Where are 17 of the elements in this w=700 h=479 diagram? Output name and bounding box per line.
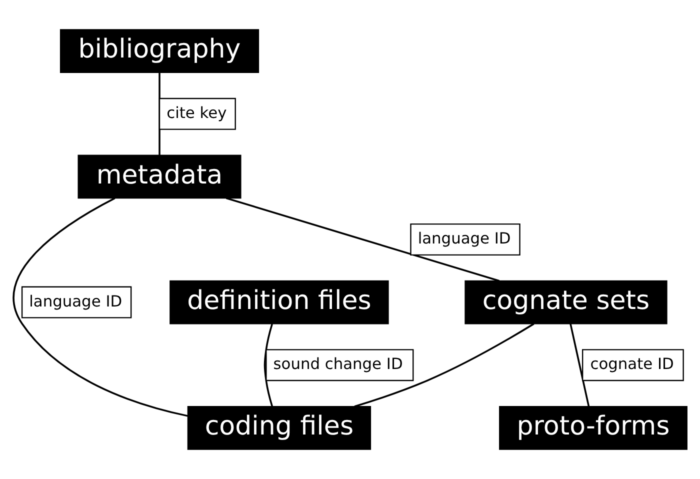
edge-label: language ID xyxy=(29,292,122,310)
connector xyxy=(158,72,160,156)
node-box: coding files xyxy=(187,406,372,450)
connector xyxy=(264,324,273,407)
edge-label: cite key xyxy=(166,104,227,122)
node-box: metadata xyxy=(78,154,242,199)
connector xyxy=(570,324,590,407)
edge-label: language ID xyxy=(418,230,511,248)
node-box: cognate sets xyxy=(464,280,668,324)
node-box: definition files xyxy=(170,280,389,324)
edge-label: cognate ID xyxy=(590,355,674,374)
connector xyxy=(354,323,534,408)
connector xyxy=(226,197,500,282)
node-box: bibliography xyxy=(60,29,260,73)
connector xyxy=(12,197,188,417)
node-box: proto-forms xyxy=(499,406,688,450)
edge-label: sound change ID xyxy=(273,355,403,374)
